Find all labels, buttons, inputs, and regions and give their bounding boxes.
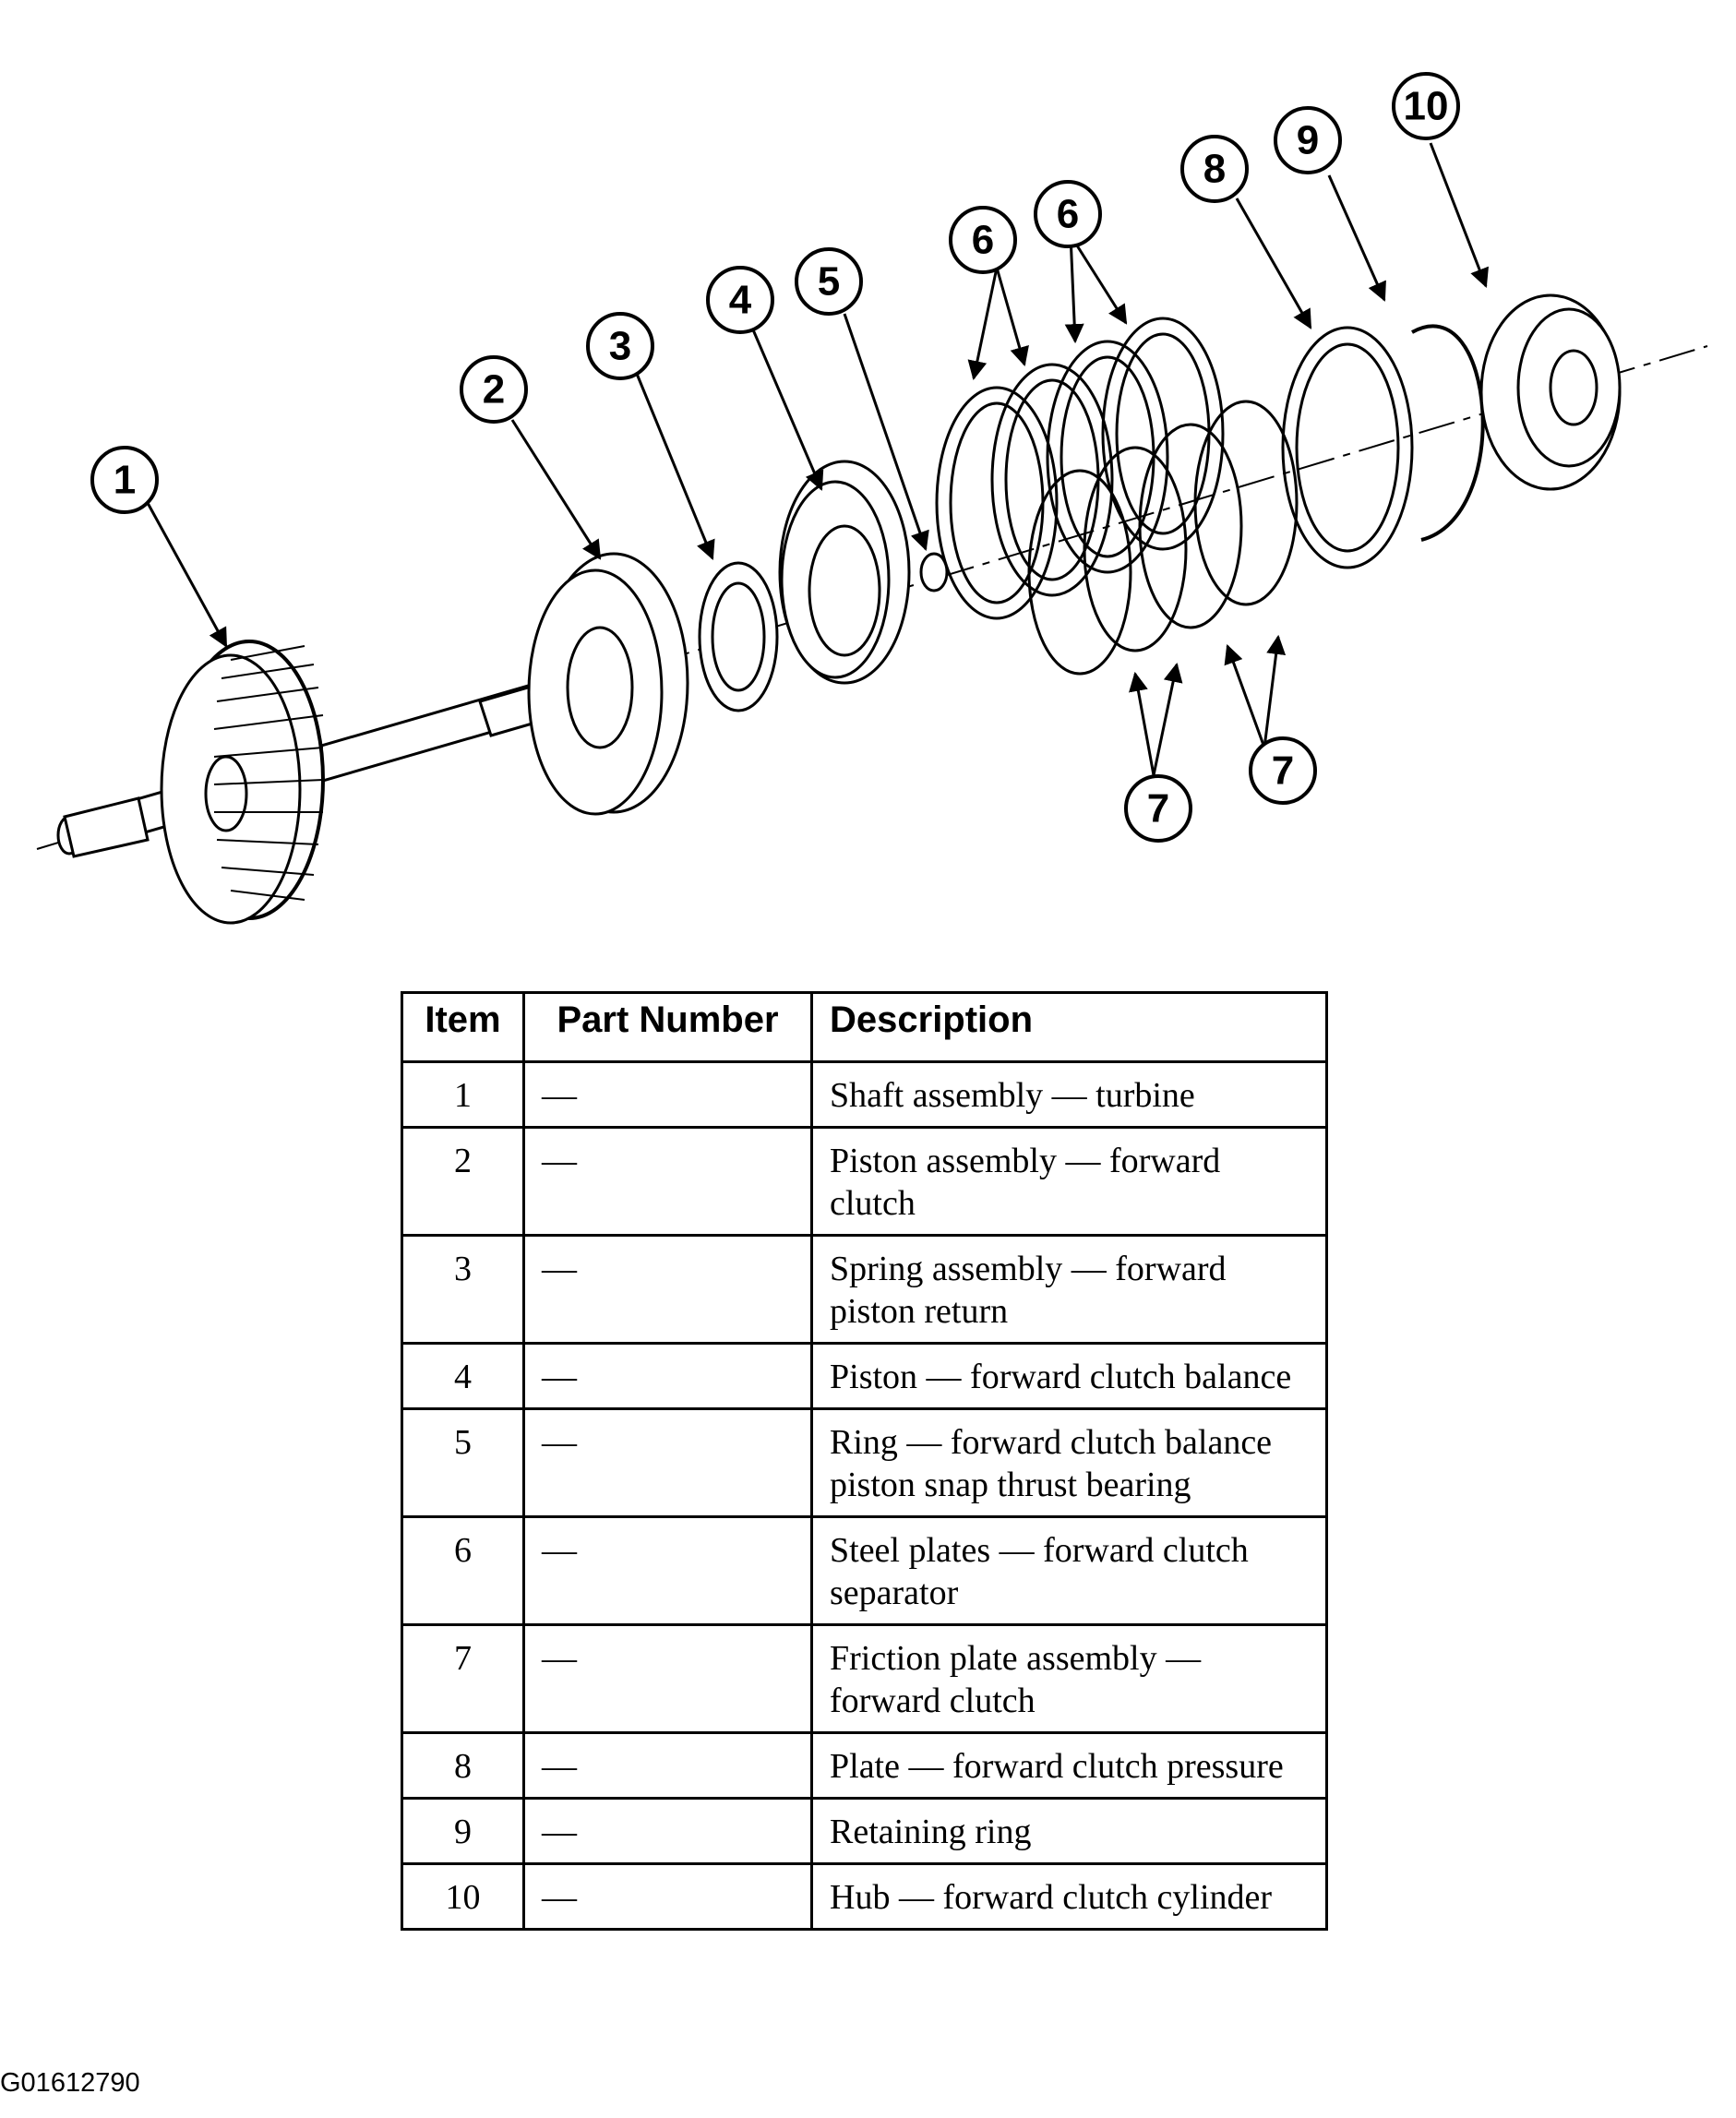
callout-6b: 6 — [1034, 180, 1102, 248]
cell-item: 2 — [401, 1126, 525, 1237]
cell-description: Hub — forward clutch cylinder — [810, 1862, 1328, 1931]
part-snap-ring — [919, 552, 949, 592]
callout-9: 9 — [1274, 106, 1342, 174]
cell-part-number: — — [522, 1862, 813, 1931]
cell-item: 6 — [401, 1515, 525, 1626]
svg-text:1: 1 — [114, 458, 136, 503]
svg-text:4: 4 — [729, 278, 752, 323]
cell-description: Ring — forward clutch balance piston sna… — [810, 1407, 1328, 1518]
part-clutch-plates — [935, 317, 1299, 676]
table-row: 3 — Spring assembly — forward piston ret… — [401, 1234, 1328, 1345]
cell-item: 10 — [401, 1862, 525, 1931]
cell-part-number: — — [522, 1731, 813, 1800]
cell-item: 8 — [401, 1731, 525, 1800]
column-header-part-number: Part Number — [522, 991, 813, 1063]
cell-part-number: — — [522, 1515, 813, 1626]
cell-description: Plate — forward clutch pressure — [810, 1731, 1328, 1800]
callout-1: 1 — [90, 446, 159, 514]
callout-3: 3 — [586, 312, 654, 380]
table-row: 6 — Steel plates — forward clutch separa… — [401, 1515, 1328, 1626]
part-balance-piston — [778, 460, 911, 685]
table-row: 1 — Shaft assembly — turbine — [401, 1060, 1328, 1129]
part-pressure-plate — [1281, 326, 1414, 569]
svg-text:6: 6 — [1057, 192, 1079, 237]
callout-8: 8 — [1180, 135, 1249, 203]
column-header-description: Description — [810, 991, 1328, 1063]
cell-description: Shaft assembly — turbine — [810, 1060, 1328, 1129]
part-clutch-hub — [1479, 293, 1622, 491]
svg-text:7: 7 — [1272, 748, 1294, 794]
table-header-row: Item Part Number Description — [401, 991, 1328, 1063]
part-retaining-ring — [1411, 324, 1485, 542]
table-row: 4 — Piston — forward clutch balance — [401, 1342, 1328, 1410]
cell-description: Spring assembly — forward piston return — [810, 1234, 1328, 1345]
callout-2: 2 — [460, 355, 528, 424]
svg-text:3: 3 — [609, 324, 631, 369]
part-spring-assembly — [698, 561, 779, 712]
cell-description: Steel plates — forward clutch separator — [810, 1515, 1328, 1626]
callout-7a: 7 — [1124, 774, 1192, 843]
cell-part-number: — — [522, 1234, 813, 1345]
svg-text:9: 9 — [1297, 118, 1319, 163]
part-piston-assembly — [527, 552, 689, 816]
table-row: 2 — Piston assembly — forward clutch — [401, 1126, 1328, 1237]
table-row: 7 — Friction plate assembly — forward cl… — [401, 1623, 1328, 1734]
column-header-item: Item — [401, 991, 525, 1063]
exploded-view-diagram: 1 2 3 4 5 6 6 7 7 8 9 10 — [36, 72, 1708, 925]
table-row: 8 — Plate — forward clutch pressure — [401, 1731, 1328, 1800]
cell-item: 1 — [401, 1060, 525, 1129]
cell-part-number: — — [522, 1342, 813, 1410]
table-row: 9 — Retaining ring — [401, 1797, 1328, 1865]
gear-teeth — [213, 645, 324, 901]
part-turbine-shaft — [56, 640, 585, 925]
svg-text:5: 5 — [818, 259, 840, 305]
cell-description: Piston — forward clutch balance — [810, 1342, 1328, 1410]
cell-item: 9 — [401, 1797, 525, 1865]
svg-text:10: 10 — [1404, 84, 1449, 129]
callout-6a: 6 — [949, 206, 1017, 274]
figure-id: G01612790 — [0, 2068, 140, 2098]
svg-text:8: 8 — [1203, 147, 1226, 192]
callout-5: 5 — [795, 247, 863, 316]
cell-item: 5 — [401, 1407, 525, 1518]
parts-table: Item Part Number Description 1 — Shaft a… — [401, 991, 1328, 1931]
svg-text:6: 6 — [972, 218, 994, 263]
cell-description: Retaining ring — [810, 1797, 1328, 1865]
callout-10: 10 — [1392, 72, 1460, 140]
table-row: 10 — Hub — forward clutch cylinder — [401, 1862, 1328, 1931]
cell-item: 3 — [401, 1234, 525, 1345]
cell-item: 4 — [401, 1342, 525, 1410]
cell-item: 7 — [401, 1623, 525, 1734]
svg-text:2: 2 — [483, 367, 505, 413]
table-row: 5 — Ring — forward clutch balance piston… — [401, 1407, 1328, 1518]
cell-description: Friction plate assembly — forward clutch — [810, 1623, 1328, 1734]
cell-part-number: — — [522, 1060, 813, 1129]
cell-part-number: — — [522, 1407, 813, 1518]
cell-part-number: — — [522, 1623, 813, 1734]
cell-part-number: — — [522, 1126, 813, 1237]
leader-lines — [146, 142, 1489, 776]
svg-text:7: 7 — [1147, 786, 1169, 832]
cell-description: Piston assembly — forward clutch — [810, 1126, 1328, 1237]
cell-part-number: — — [522, 1797, 813, 1865]
callout-7b: 7 — [1249, 736, 1317, 805]
callout-4: 4 — [706, 266, 774, 334]
center-axis-line — [36, 345, 1708, 850]
